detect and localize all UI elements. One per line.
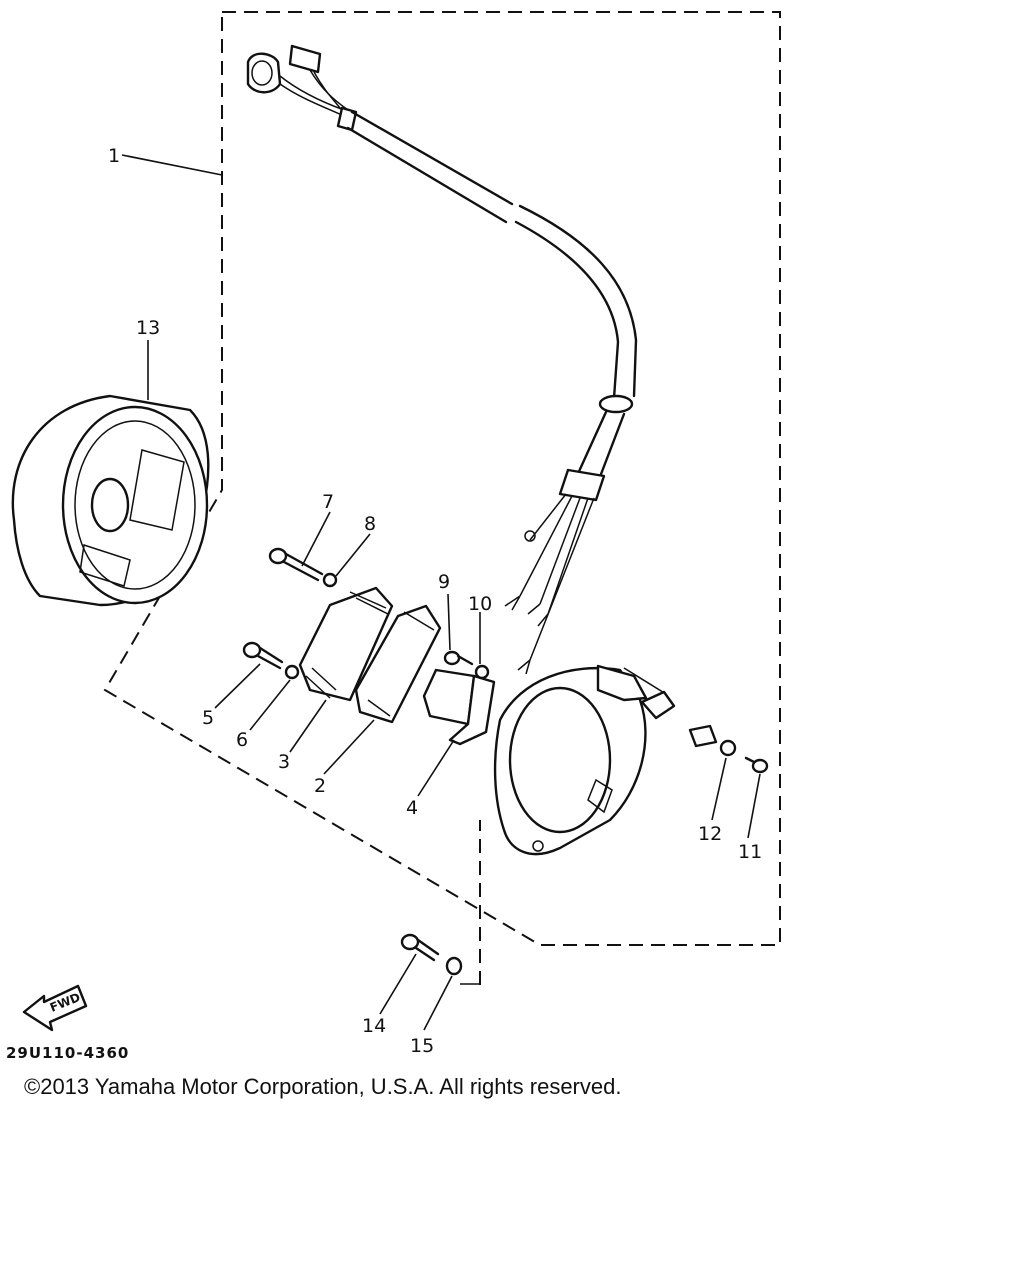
pulser-coil-4	[422, 668, 496, 746]
callout-6: 6	[236, 729, 248, 751]
leader-3	[289, 699, 327, 753]
copyright-notice: ©2013 Yamaha Motor Corporation, U.S.A. A…	[24, 1074, 621, 1099]
callout-3: 3	[278, 751, 290, 773]
reference-code: 29U110-4360	[6, 1044, 129, 1062]
bolt-9	[443, 650, 474, 666]
callout-12: 12	[698, 823, 722, 845]
washer-12	[719, 739, 737, 757]
callout-15: 15	[410, 1035, 434, 1057]
callout-5: 5	[202, 707, 214, 729]
leader-5	[214, 663, 261, 709]
leader-7	[301, 511, 331, 567]
washer-6	[284, 664, 300, 680]
leader-8	[335, 533, 371, 577]
callout-2: 2	[314, 775, 326, 797]
washer-10	[474, 664, 490, 680]
callout-7: 7	[322, 491, 334, 513]
leader-4	[417, 739, 455, 797]
callout-14: 14	[362, 1015, 386, 1037]
leader-11	[747, 773, 761, 839]
flywheel-rotor	[11, 394, 210, 607]
bolt-14	[400, 933, 440, 962]
leader-2	[323, 719, 375, 775]
leader-6	[249, 679, 291, 731]
callout-10: 10	[468, 593, 492, 615]
wire-harness	[246, 44, 638, 675]
assembly-boundary	[103, 11, 781, 946]
stator-base-plate	[493, 664, 676, 856]
bolt-7	[268, 547, 324, 582]
washer-15	[445, 956, 463, 976]
lighting-coil-2	[354, 604, 442, 724]
leader-9	[447, 593, 451, 651]
callout-4: 4	[406, 797, 418, 819]
callout-9: 9	[438, 571, 450, 593]
callout-13: 13	[136, 317, 160, 339]
leader-15	[423, 975, 453, 1031]
leader-1	[121, 154, 223, 176]
callout-8: 8	[364, 513, 376, 535]
screw-11	[744, 756, 769, 774]
bolt-5	[242, 641, 284, 670]
callout-11: 11	[738, 841, 762, 863]
washer-8	[322, 572, 338, 588]
fwd-arrow-icon: FWD	[22, 984, 88, 1032]
leader-14	[379, 953, 417, 1015]
leader-12	[711, 757, 727, 821]
callout-1: 1	[108, 145, 120, 167]
charge-coil-3	[298, 586, 394, 702]
wire-clamp	[688, 724, 718, 748]
